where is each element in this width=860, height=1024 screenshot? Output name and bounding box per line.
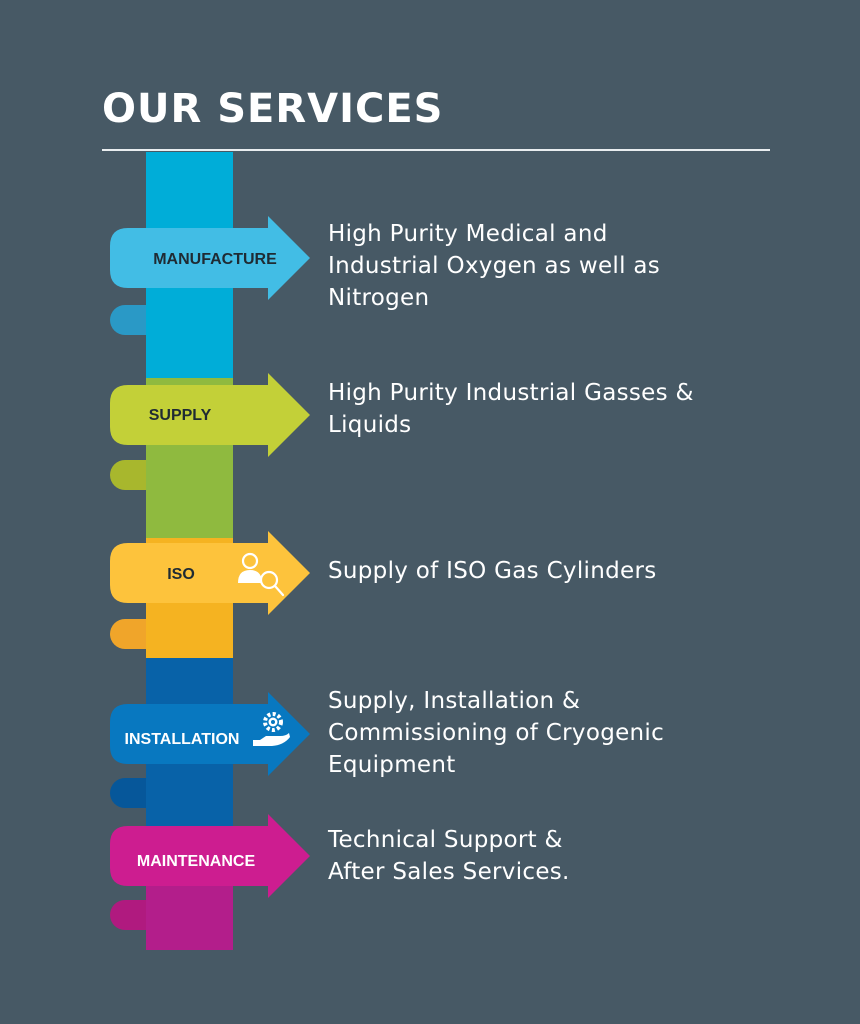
banner-label-installation: INSTALLATION — [125, 731, 240, 748]
description-line: Equipment — [328, 752, 456, 778]
banner-maintenance: MAINTENANCE — [110, 814, 310, 930]
description-line: After Sales Services. — [328, 859, 570, 885]
banner-label-maintenance: MAINTENANCE — [137, 853, 256, 870]
description-line: Supply, Installation & — [328, 688, 581, 714]
service-description-maintenance: Technical Support & After Sales Services… — [328, 824, 748, 888]
banner-installation: INSTALLATION — [110, 692, 310, 808]
gear-hand-icon — [253, 712, 290, 746]
banner-supply: SUPPLY — [110, 373, 310, 490]
banner-label-manufacture: MANUFACTURE — [153, 251, 277, 268]
banner-label-supply: SUPPLY — [149, 407, 212, 424]
description-line: Nitrogen — [328, 285, 430, 311]
description-line: Commissioning of Cryogenic — [328, 720, 665, 746]
service-description-supply: High Purity Industrial Gasses & Liquids — [328, 377, 748, 441]
page-title: OUR SERVICES — [102, 86, 444, 132]
service-description-manufacture: High Purity Medical and Industrial Oxyge… — [328, 218, 748, 314]
description-line: Supply of ISO Gas Cylinders — [328, 558, 657, 584]
service-description-iso: Supply of ISO Gas Cylinders — [328, 555, 748, 587]
service-description-installation: Supply, Installation & Commissioning of … — [328, 685, 748, 781]
description-line: High Purity Medical and — [328, 221, 608, 247]
banner-label-iso: ISO — [167, 566, 195, 583]
title-divider — [102, 149, 770, 151]
banner-iso: ISO — [110, 531, 310, 649]
description-line: Liquids — [328, 412, 412, 438]
banner-manufacture: MANUFACTURE — [110, 216, 310, 335]
description-line: High Purity Industrial Gasses & — [328, 380, 694, 406]
description-line: Industrial Oxygen as well as — [328, 253, 661, 279]
user-search-icon — [238, 552, 285, 597]
description-line: Technical Support & — [328, 827, 563, 853]
